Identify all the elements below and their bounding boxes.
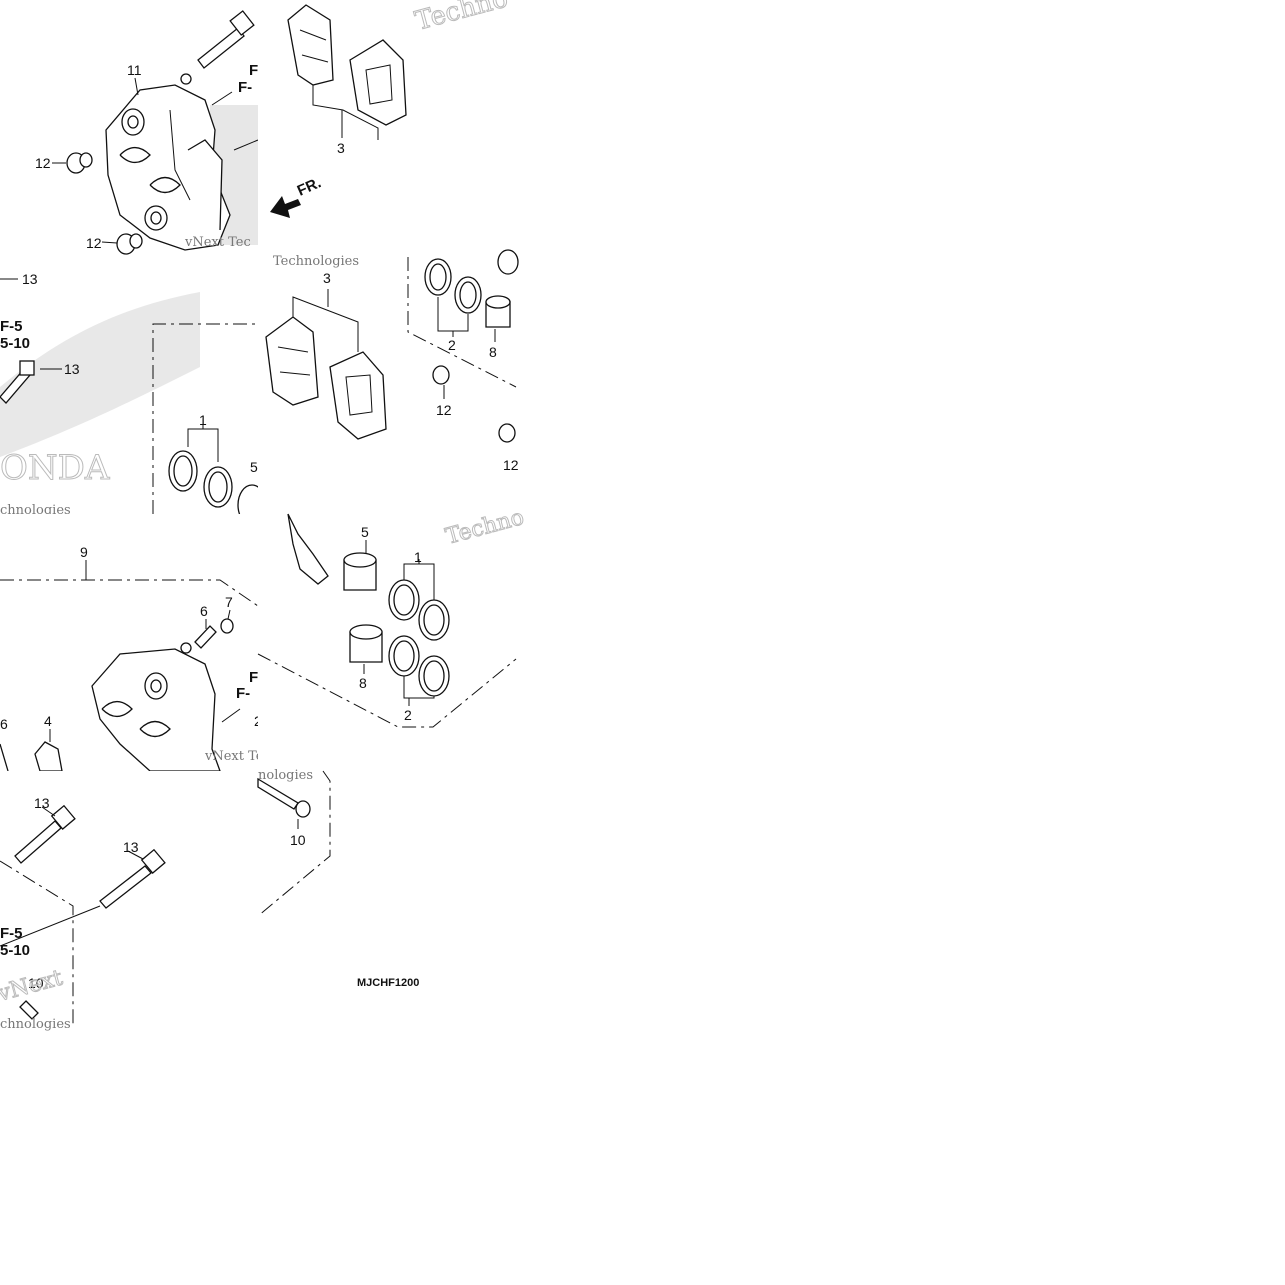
callout-label: 12 [35,155,51,171]
direction-arrow-icon [270,196,301,218]
callout-label: 13 [22,271,38,287]
callout-label: 2 [448,337,456,353]
watermark-text: vNext [0,966,65,1008]
pad-spring-icon [0,741,63,772]
bushing-icon [66,152,143,255]
ref-label: F [249,62,258,79]
bolt-icon [14,804,166,909]
watermark-text: vNext Tec [184,235,251,250]
tile-pads-and-seals: 3 2 8 12 12 [258,249,519,514]
callout-label: 3 [337,140,345,156]
callout-label: 13 [34,795,50,811]
pad-shim-icon [287,513,329,585]
callout-label: 3 [323,270,331,286]
callout-label: 1 [414,549,422,565]
caliper-lower-drawing: 9 6 7 6 4 F [0,544,271,772]
callout-label: 6 [0,716,8,732]
bolt-icon [257,777,311,818]
callout-label: 8 [489,344,497,360]
tile-pistons-seals: 5 8 1 2 Techno [257,504,527,771]
logo-brand-icon: ONDA [0,448,110,488]
tile-mounting-bolts: ONDA 13 F-5 5-10 13 1 5 chnologi [0,257,267,526]
callout-label: 8 [359,675,367,691]
tile-brake-pads: 3 FR. Techno [258,0,516,257]
logo-wing-icon [0,292,200,457]
direction-label: FR. [295,174,324,199]
pads-drawing: 3 FR. Techno [270,0,512,218]
callout-label: 5 [250,459,258,475]
bolt-icon [0,360,35,404]
callout-label: 6 [200,603,208,619]
brake-pad-icon [287,4,407,126]
ref-label: F- [238,79,252,96]
watermark-text: chnologies [0,1017,71,1032]
ref-label: F-5 [0,925,23,942]
callout-label: 9 [80,544,88,560]
watermark-text: Technologies [273,254,359,269]
callout-label: 7 [225,594,233,610]
ref-label: F- [236,685,250,702]
piston-icon [343,552,383,663]
callout-label: 11 [127,62,142,78]
ref-label: F [249,669,258,686]
tile-caliper-assembly: 11 12 12 F F- vNext Tec [0,0,259,257]
callout-label: 12 [86,235,102,251]
callout-label: 13 [123,839,139,855]
caliper-body-icon [91,642,221,772]
callout-label: 1 [199,412,207,428]
long-bolts-drawing: 13 13 F-5 5-10 10 vNext chnologies [0,795,166,1032]
piston-icon [485,249,519,328]
callout-label: 12 [503,457,519,473]
watermark-text: vNext Tec [204,749,271,764]
bleeder-valve-icon [19,1000,39,1020]
callout-label: 2 [404,707,412,723]
watermark-text: nologies [258,768,313,783]
callout-label: 13 [64,361,80,377]
caliper-drawing: 11 12 12 F F- vNext Tec [35,10,259,255]
tile-long-bolts: 13 13 F-5 5-10 10 vNext chnologies [0,771,258,1032]
seal-ring-icon [388,579,450,697]
callout-label: 5 [361,524,369,540]
pistons-drawing: 5 8 1 2 Techno [257,504,527,728]
pads-seals-drawing: 3 2 8 12 12 [265,249,519,473]
brake-pad-icon [265,316,387,440]
tile-caliper-lower: 9 6 7 6 4 F [0,514,271,772]
bushing-icon [432,365,516,443]
tile-bleeder: nologies 10 [257,768,516,1028]
callout-label: 10 [28,975,44,991]
seal-ring-icon [424,258,482,314]
bleeder-drawing: nologies 10 [257,768,331,917]
diagram-code: MJCHF1200 [357,977,420,989]
ref-label: 5-10 [0,942,30,959]
ref-label: 5-10 [0,335,30,352]
callout-label: 10 [290,832,306,848]
bolts-drawing: ONDA 13 F-5 5-10 13 1 5 chnologi [0,271,267,526]
bleeder-valve-icon [194,618,234,649]
bolt-icon [197,10,255,69]
watermark-text: Techno [412,0,511,37]
callout-label: 12 [436,402,452,418]
callout-label: 4 [44,713,52,729]
caliper-body-icon [105,73,231,251]
ref-label: F-5 [0,318,23,335]
